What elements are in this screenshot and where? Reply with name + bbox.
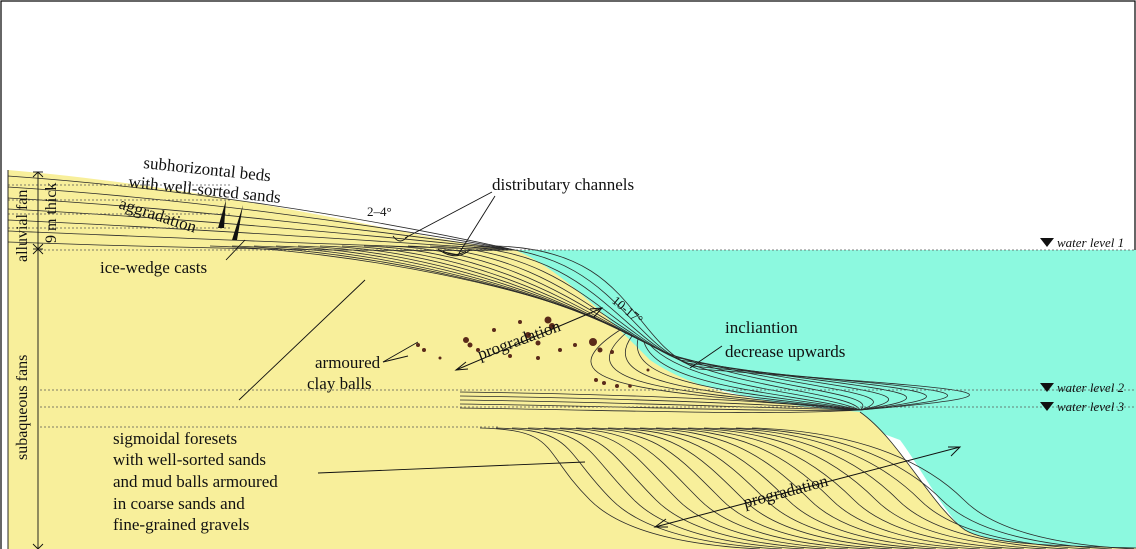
- stratum-line: [459, 407, 861, 413]
- stratum-line: [655, 427, 1003, 549]
- progradation-arrows: [454, 307, 962, 528]
- stratum-line: [735, 427, 1113, 549]
- stratum-line: [687, 427, 1047, 549]
- stratum-line: [7, 208, 516, 251]
- ice-wedge-casts-label: ice-wedge casts: [100, 258, 207, 277]
- clay-ball: [544, 316, 552, 324]
- clay-ball: [646, 368, 650, 372]
- clay-ball: [536, 356, 540, 360]
- water-level-3-label: water level 1: [1057, 235, 1124, 250]
- sigmoidal-label-2: with well-sorted sands: [113, 450, 266, 469]
- clay-ball: [438, 356, 442, 360]
- sigmoidal-label-3: and mud balls armoured: [113, 472, 278, 491]
- clay-ball: [615, 384, 619, 388]
- stratum-line: [527, 427, 827, 549]
- clay-ball: [518, 320, 522, 324]
- stratum-line: [671, 427, 1025, 549]
- sigmoidal-label-5: fine-grained gravels: [113, 515, 249, 534]
- alluvial-fan-label: alluvial fan: [14, 190, 31, 262]
- stratum-line: [495, 245, 970, 411]
- ice-wedge-casts: [218, 200, 243, 240]
- stratum-line: [719, 427, 1091, 549]
- stratum-line: [543, 427, 849, 549]
- stratum-line: [459, 395, 861, 411]
- stratum-line: [451, 245, 927, 411]
- thickness-label: 9 m thick: [43, 183, 60, 243]
- stratum-line: [859, 411, 1136, 549]
- stratum-line: [703, 427, 1069, 549]
- stratum-line: [479, 427, 761, 549]
- clay-ball: [573, 343, 577, 347]
- angle-low-label: 2–4°: [367, 204, 392, 219]
- clay-ball: [558, 348, 562, 352]
- stratum-line: [7, 230, 516, 251]
- stratum-line: [459, 391, 861, 411]
- inclination-label-1: incliantion: [725, 318, 798, 337]
- sediment-body: [8, 170, 1136, 549]
- stratum-line: [751, 427, 1135, 549]
- stratum-line: [7, 186, 516, 251]
- water-level-markers: [1040, 238, 1054, 411]
- stratum-line: [639, 427, 981, 549]
- stratum-line: [7, 219, 516, 251]
- clay-ball: [597, 347, 603, 353]
- stratum-line: [7, 175, 516, 251]
- sigmoidal-label-4: in coarse sands and: [113, 494, 245, 513]
- vertical-scale: [7, 170, 44, 549]
- inclination-label-2: decrease upwards: [725, 342, 845, 361]
- stratum-line: [575, 427, 893, 549]
- stratum-line: [591, 427, 915, 549]
- stratum-line: [459, 399, 861, 411]
- clay-ball: [525, 332, 531, 338]
- strata-lines: [7, 175, 1136, 549]
- water-level-2-label: water level 2: [1057, 380, 1125, 395]
- clay-ball: [422, 348, 426, 352]
- clay-ball: [589, 338, 597, 346]
- clay-ball: [610, 350, 614, 354]
- armoured-label-2: clay balls: [307, 374, 372, 393]
- subaqueous-fans-label: subaqueous fans: [14, 355, 31, 460]
- stratum-line: [607, 427, 937, 549]
- stratum-line: [473, 245, 948, 411]
- leader-lines: [225, 191, 723, 474]
- clay-ball: [602, 381, 606, 385]
- stratum-line: [7, 197, 516, 251]
- clay-ball: [628, 384, 632, 388]
- clay-balls: [416, 316, 650, 388]
- clay-ball: [508, 354, 512, 358]
- clay-ball: [492, 328, 496, 332]
- distributary-channels-label: distributary channels: [492, 175, 634, 194]
- stratum-line: [495, 427, 783, 549]
- stratum-line: [459, 403, 861, 411]
- sigmoidal-label-1: sigmoidal foresets: [113, 429, 237, 448]
- stratum-line: [429, 245, 907, 411]
- clay-ball: [549, 323, 555, 329]
- clay-ball: [476, 348, 480, 352]
- water-level-1-label: water level 3: [1057, 399, 1125, 414]
- stratum-line: [511, 427, 805, 549]
- clay-ball: [594, 378, 598, 382]
- stratum-line: [623, 427, 959, 549]
- clay-ball: [535, 340, 541, 346]
- armoured-label-1: armoured: [315, 353, 381, 372]
- clay-ball: [416, 343, 420, 347]
- clay-ball: [467, 342, 473, 348]
- stratum-line: [559, 427, 871, 549]
- clay-ball: [463, 337, 469, 343]
